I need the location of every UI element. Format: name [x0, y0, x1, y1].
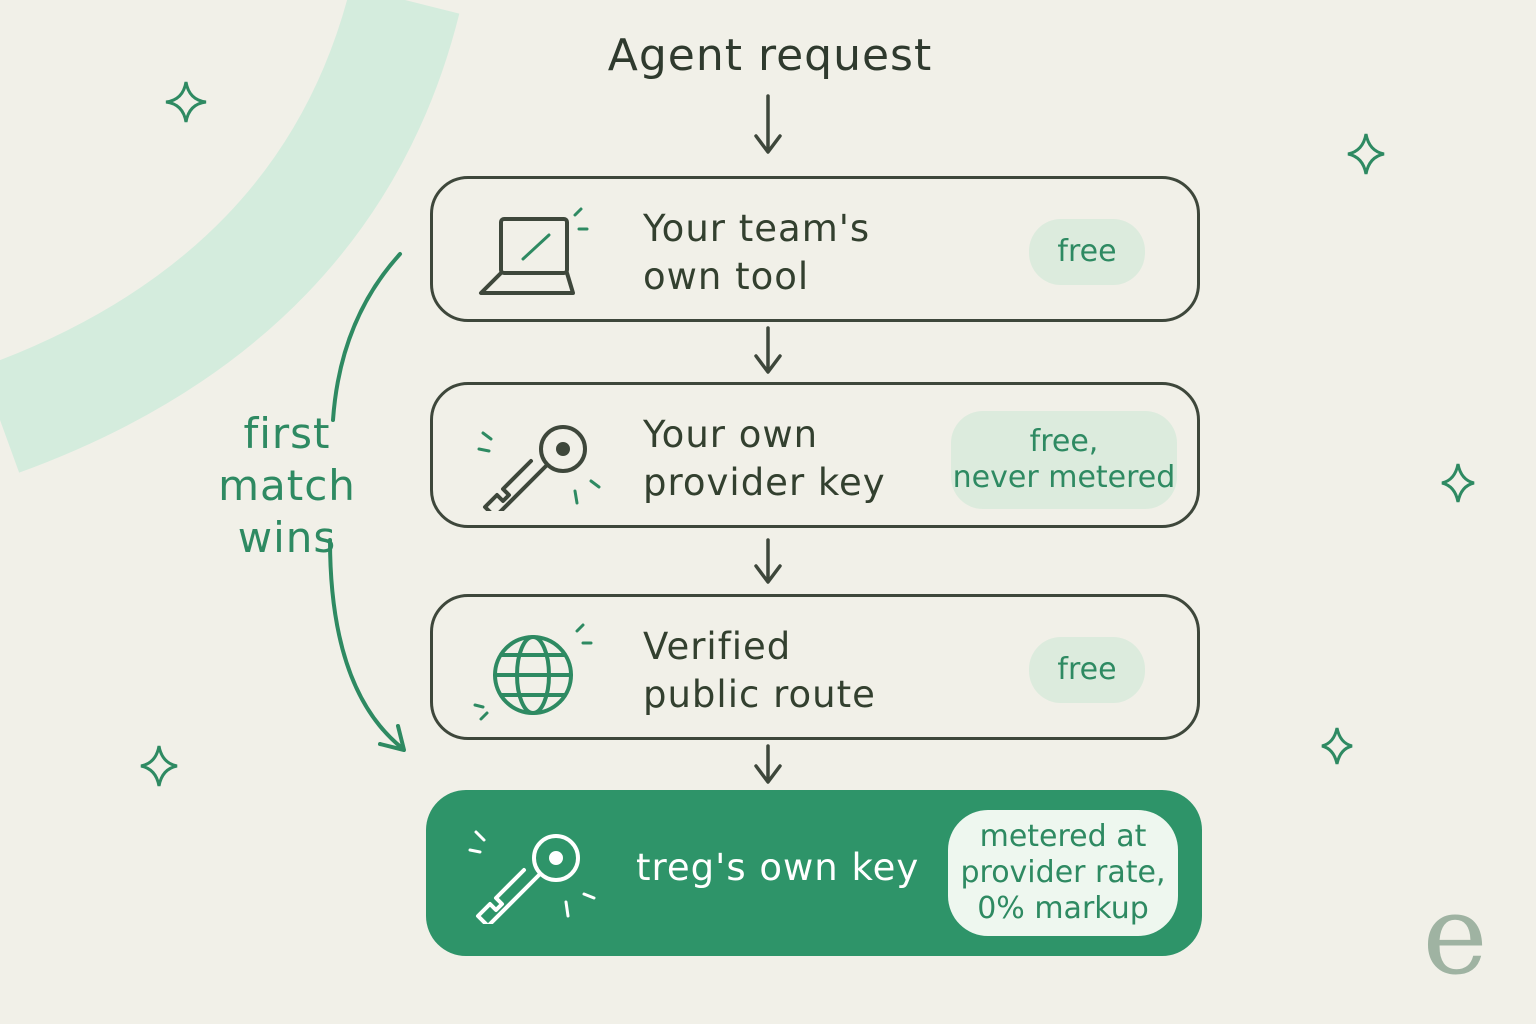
globe-icon — [473, 623, 593, 721]
step-label-line: Your team's — [643, 207, 871, 250]
key-icon — [468, 830, 596, 924]
step-label: Verified public route — [643, 623, 973, 719]
laptop-icon — [479, 207, 589, 295]
step-label-line: Verified — [643, 625, 792, 668]
diagram-title: Agent request — [607, 30, 933, 81]
side-label-line: first — [243, 409, 331, 458]
price-badge-line: free — [1057, 652, 1117, 687]
sparkle-icon — [1321, 727, 1353, 765]
step-label-line: own tool — [643, 255, 810, 298]
side-label: first match wins — [212, 408, 362, 564]
step-label: Your team's own tool — [643, 205, 973, 301]
step-label-line: Your own — [643, 413, 819, 456]
side-label-line: match — [218, 461, 356, 510]
price-badge: free — [1029, 637, 1145, 703]
step-box-provider-key: Your own provider key free, never metere… — [430, 382, 1200, 528]
step-label-line: provider key — [643, 461, 886, 504]
down-arrow-icon — [754, 744, 782, 784]
step-label-line: public route — [643, 673, 876, 716]
price-badge: metered at provider rate, 0% markup — [948, 810, 1178, 936]
price-badge: free — [1029, 219, 1145, 285]
sparkle-icon — [1441, 463, 1475, 503]
sparkle-icon — [1347, 133, 1385, 175]
step-label: Your own provider key — [643, 411, 973, 507]
price-badge-line: free, — [1029, 424, 1099, 459]
step-label: treg's own key — [636, 844, 956, 892]
down-arrow-icon — [754, 326, 782, 374]
side-label-line: wins — [237, 513, 337, 562]
down-arrow-icon — [754, 94, 782, 154]
price-badge-line: free — [1057, 234, 1117, 269]
price-badge-line: metered at — [979, 819, 1147, 854]
down-arrow-icon — [754, 538, 782, 584]
step-box-team-tool: Your team's own tool free — [430, 176, 1200, 322]
price-badge-line: provider rate, — [960, 855, 1166, 890]
step-box-treg-key: treg's own key metered at provider rate,… — [426, 790, 1202, 956]
step-box-public-route: Verified public route free — [430, 594, 1200, 740]
background-arc — [0, 0, 460, 473]
brand-logo: e — [1422, 871, 1488, 999]
price-badge-line: never metered — [952, 460, 1176, 495]
step-label-line: treg's own key — [636, 846, 920, 889]
sparkle-icon — [140, 745, 178, 787]
key-icon — [477, 425, 601, 511]
price-badge-line: 0% markup — [977, 891, 1149, 926]
price-badge: free, never metered — [951, 411, 1177, 509]
